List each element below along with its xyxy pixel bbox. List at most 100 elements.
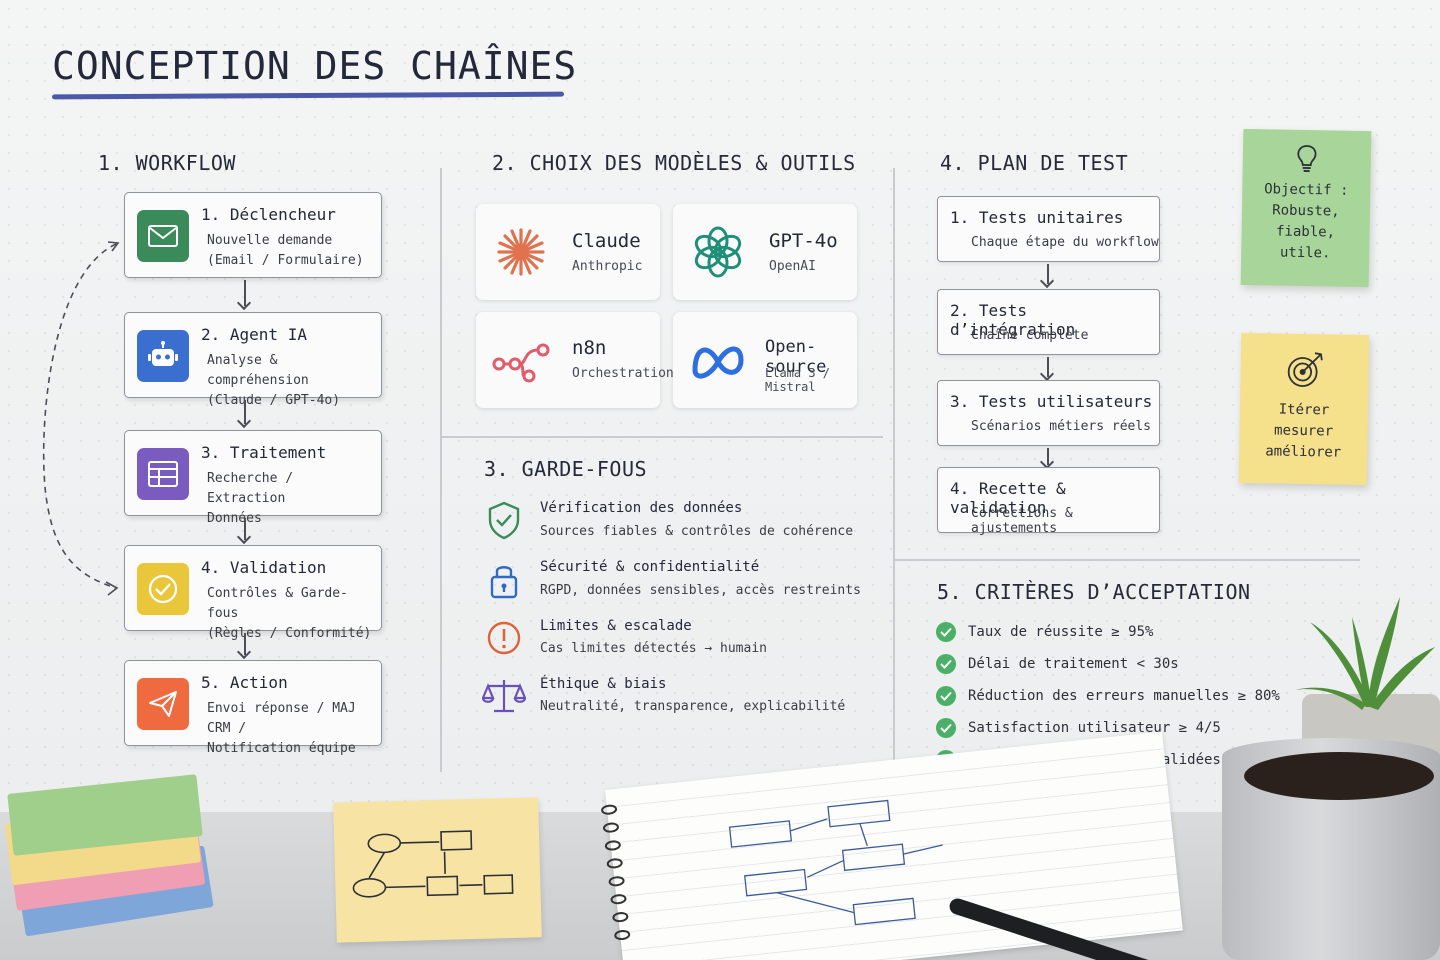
criterion-text: Taux de réussite ≥ 95% <box>968 624 1154 640</box>
arrow-down <box>244 633 246 655</box>
flowchart-sketch-icon <box>352 830 514 898</box>
check-circle-icon <box>137 563 189 615</box>
sticky-note-text: Objectif : Robuste, fiable, utile. <box>1264 181 1349 262</box>
test-step-acceptance: 4. Recette & validation Corrections & aj… <box>937 467 1160 536</box>
workflow-heading: 1. WORKFLOW <box>98 151 236 175</box>
coffee <box>1244 752 1434 800</box>
notebook <box>601 731 1183 960</box>
test-step-desc: Scénarios métiers réels <box>971 419 1152 434</box>
warning-circle-icon <box>487 621 521 655</box>
model-card-gpt4o: GPT-4o OpenAI <box>673 204 857 300</box>
coffee-mug <box>1222 738 1440 960</box>
paper-plane-icon <box>137 678 189 730</box>
guardrail-desc: RGPD, données sensibles, accès restreint… <box>540 583 861 598</box>
claude-sunburst-icon <box>497 228 545 276</box>
test-step-title: 2. Tests d’intégration <box>950 301 1076 339</box>
page-title: CONCEPTION DES CHAÎNES <box>52 44 578 88</box>
workflow-step-title: 3. Traitement <box>201 443 327 462</box>
shield-check-icon <box>488 501 520 540</box>
sticky-pad-stack <box>0 770 240 937</box>
divider-right <box>893 168 895 772</box>
divider-middle <box>441 436 883 438</box>
models-heading: 2. CHOIX DES MODÈLES & OUTILS <box>492 151 856 175</box>
sketch-sticky-note <box>333 797 542 943</box>
model-provider: Anthropic <box>572 259 643 274</box>
arrow-down <box>1047 357 1049 377</box>
check-icon <box>936 654 956 674</box>
sticky-note-objective: Objectif : Robuste, fiable, utile. <box>1240 128 1372 288</box>
guardrail-desc: Neutralité, transparence, explicabilité <box>540 699 846 714</box>
workflow-step-agent: 2. Agent IA Analyse & compréhension(Clau… <box>124 312 382 408</box>
workflow-step-trigger: 1. Déclencheur Nouvelle demande(Email / … <box>124 192 382 278</box>
workflow-step-validation: 4. Validation Contrôles & Garde-fous(Règ… <box>124 545 382 641</box>
guardrail-title: Sécurité & confidentialité <box>540 559 760 575</box>
sticky-note-iterate: Itérer mesurer améliorer <box>1238 332 1370 486</box>
test-step-unit: 1. Tests unitaires Chaque étape du workf… <box>937 196 1160 262</box>
arrow-down <box>1047 448 1049 465</box>
test-step-title: 4. Recette & validation <box>950 479 1066 517</box>
loop-arrow <box>42 241 120 596</box>
test-step-desc: Chaîne complète <box>971 328 1089 343</box>
model-name: n8n <box>572 337 607 359</box>
plant-icon <box>1295 597 1435 710</box>
guardrail-title: Vérification des données <box>540 500 743 516</box>
test-step-desc: Corrections & ajustements <box>971 506 1073 536</box>
divider-right-h <box>894 559 1360 561</box>
workflow-step-title: 5. Action <box>201 673 288 692</box>
criterion-item: Réduction des erreurs manuelles ≥ 80% <box>936 685 1280 707</box>
model-provider: OpenAI <box>769 259 816 274</box>
arrow-down <box>244 400 246 424</box>
check-icon <box>936 686 956 706</box>
meta-infinity-icon <box>692 346 744 379</box>
workflow-step-desc: Analyse & compréhension(Claude / GPT-4o) <box>207 353 341 408</box>
check-icon <box>936 622 956 642</box>
workflow-step-desc: Contrôles & Garde-fous(Règles / Conformi… <box>207 586 372 641</box>
model-name: GPT-4o <box>769 230 838 252</box>
criterion-item: Taux de réussite ≥ 95% <box>936 621 1153 643</box>
test-step-desc: Chaque étape du workflow <box>971 235 1159 250</box>
arrow-down <box>244 280 246 306</box>
test-step-title: 3. Tests utilisateurs <box>950 392 1153 411</box>
criterion-text: Satisfaction utilisateur ≥ 4/5 <box>968 720 1221 736</box>
n8n-nodes-icon <box>492 343 550 383</box>
model-card-claude: Claude Anthropic <box>476 204 660 300</box>
criterion-text: Délai de traitement < 30s <box>968 656 1179 672</box>
model-provider: Llama 3 / Mistral <box>765 366 831 394</box>
check-icon <box>936 718 956 738</box>
lock-icon <box>490 566 518 599</box>
openai-knot-icon <box>694 226 742 278</box>
spiral-binding <box>601 804 631 941</box>
envelope-icon <box>137 210 189 262</box>
model-card-n8n: n8n Orchestration <box>476 312 674 408</box>
arrow-down <box>1047 264 1049 284</box>
workflow-step-action: 5. Action Envoi réponse / MAJ CRM /Notif… <box>124 660 382 756</box>
guardrail-title: Éthique & biais <box>540 676 667 692</box>
table-icon <box>137 448 189 500</box>
target-icon <box>1287 352 1323 387</box>
guardrail-title: Limites & escalade <box>540 618 692 634</box>
sticky-note-text: Itérer mesurer améliorer <box>1265 401 1342 461</box>
criterion-item: Délai de traitement < 30s <box>936 653 1179 675</box>
guardrail-desc: Sources fiables & contrôles de cohérence <box>540 524 854 539</box>
workflow-step-title: 4. Validation <box>201 558 327 577</box>
test-step-title: 1. Tests unitaires <box>950 208 1124 227</box>
test-step-integration: 2. Tests d’intégration Chaîne complète <box>937 289 1160 355</box>
criteria-heading: 5. CRITÈRES D’ACCEPTATION <box>937 580 1251 604</box>
notebook-sketch <box>728 799 943 926</box>
model-provider: Orchestration <box>572 366 674 381</box>
workflow-step-title: 1. Déclencheur <box>201 205 336 224</box>
guardrail-desc: Cas limites détectés → humain <box>540 641 767 656</box>
model-card-open-source: Open-source Llama 3 / Mistral <box>673 312 857 408</box>
test-plan-heading: 4. PLAN DE TEST <box>940 151 1129 175</box>
criterion-item: Satisfaction utilisateur ≥ 4/5 <box>936 717 1221 739</box>
workflow-step-desc: Envoi réponse / MAJ CRM /Notification éq… <box>207 701 356 756</box>
divider-left <box>440 168 442 772</box>
model-name: Open-source <box>765 337 827 377</box>
criterion-text: Réduction des erreurs manuelles ≥ 80% <box>968 688 1280 704</box>
lightbulb-icon <box>1297 145 1317 172</box>
robot-icon <box>137 330 189 382</box>
test-step-users: 3. Tests utilisateurs Scénarios métiers … <box>937 380 1160 446</box>
workflow-step-desc: Nouvelle demande(Email / Formulaire) <box>207 233 364 268</box>
